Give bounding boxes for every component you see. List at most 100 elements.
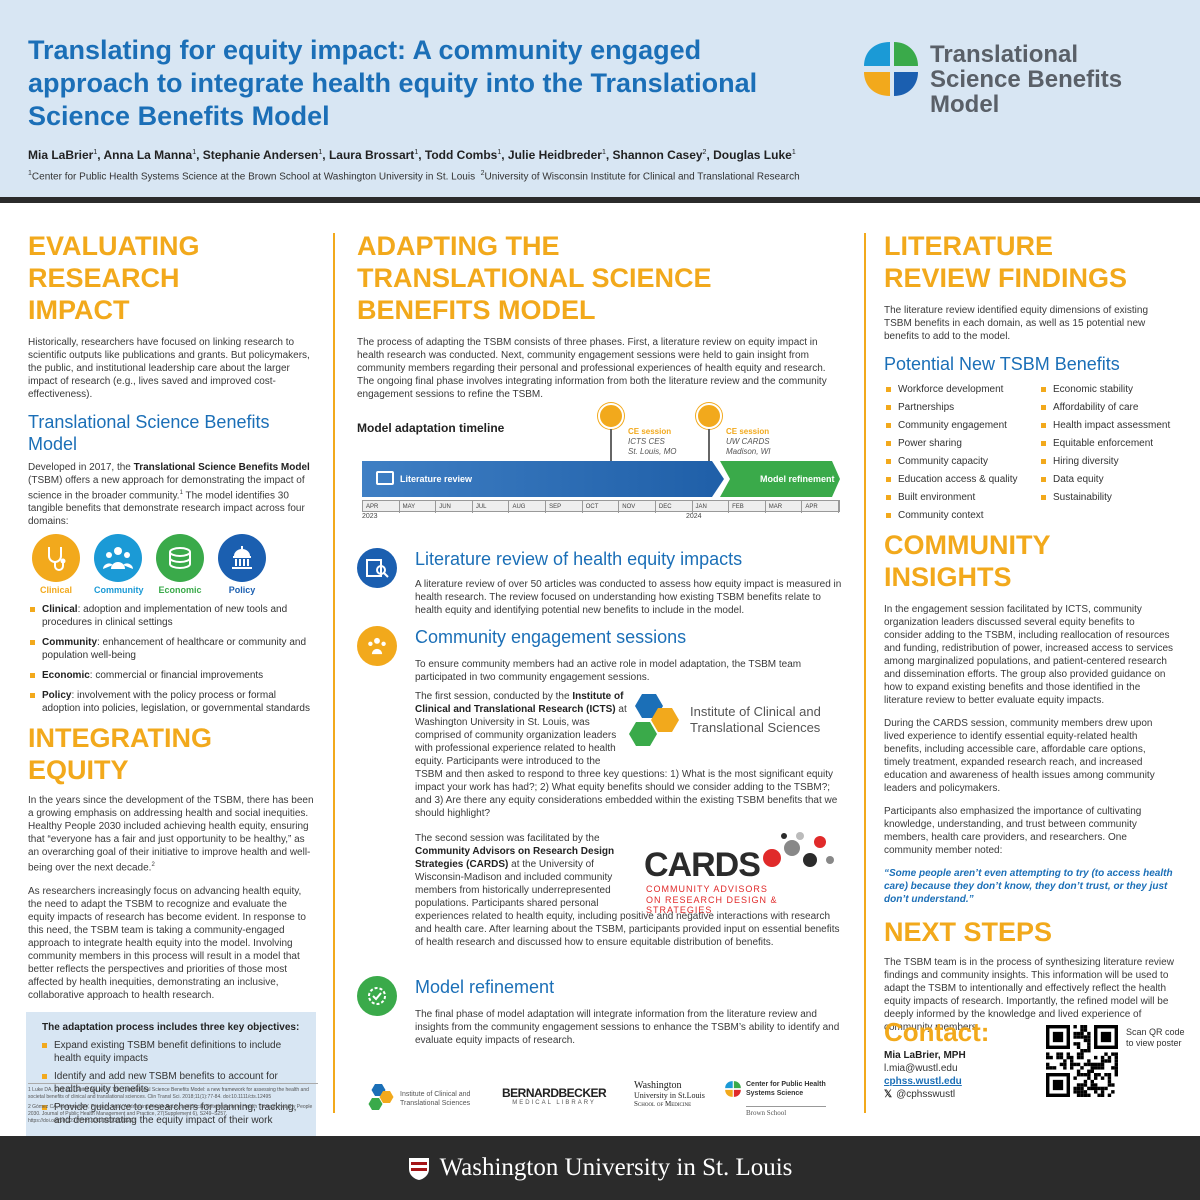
contact-email[interactable]: l.mia@wustl.edu bbox=[884, 1063, 958, 1074]
author-name: Mia LaBrier bbox=[28, 148, 94, 162]
domain-definitions: Clinical: adoption and implementation of… bbox=[28, 603, 316, 715]
qr-code-icon[interactable] bbox=[1046, 1025, 1118, 1097]
author-affil-sup: 2 bbox=[702, 149, 707, 156]
reference-2: 2 Gómez CA, Kleinman DV, Pronk N, et al.… bbox=[28, 1104, 313, 1124]
tsbm-ref-sup: 1 bbox=[179, 490, 183, 496]
benefit-item: Community capacity bbox=[884, 455, 1019, 468]
author-name: Laura Brossart bbox=[328, 148, 415, 162]
community-engagement-title: Community engagement sessions bbox=[415, 627, 687, 647]
month-label: DEC bbox=[656, 501, 693, 513]
tsbm-subheading: Translational Science Benefits Model bbox=[28, 412, 270, 454]
month-label: AUG bbox=[509, 501, 547, 513]
integrating-ref-sup: 2 bbox=[151, 862, 155, 869]
domain-def-policy: Policy: involvement with the policy proc… bbox=[28, 689, 316, 715]
author-affil-sup: 1 bbox=[414, 149, 419, 156]
references: 1 Luke DA, Sarli CC, Suiter AM, et al. T… bbox=[28, 1083, 318, 1128]
author-affil-sup: 1 bbox=[93, 149, 98, 156]
tsbm-paragraph: Developed in 2017, the Translational Sci… bbox=[28, 461, 316, 528]
ce2-title: CE session bbox=[726, 427, 770, 436]
becker-line1: BERNARDBECKER bbox=[502, 1086, 607, 1100]
domain-icons: Clinical Community Economic Policy bbox=[32, 534, 316, 595]
poster-header: Translating for equity impact: A communi… bbox=[0, 0, 1200, 197]
author-name: Douglas Luke bbox=[713, 148, 792, 162]
potential-benefits-subheading: Potential New TSBM Benefits bbox=[884, 354, 1120, 374]
author-affil-sup: 1 bbox=[791, 149, 796, 156]
domain-label: Community bbox=[94, 585, 144, 596]
icts-logo-line2: Translational Sciences bbox=[690, 720, 821, 735]
second-session-paragraph: The second session was facilitated by th… bbox=[415, 832, 840, 949]
tsbm-text-bold: Translational Science Benefits Model bbox=[133, 462, 310, 473]
contact-name: Mia LaBrier, MPH bbox=[884, 1050, 966, 1061]
people-icon bbox=[598, 403, 624, 429]
x-logo-icon: 𝕏 bbox=[884, 1089, 893, 1100]
author-name: Todd Combs bbox=[424, 148, 498, 162]
model-refinement-title: Model refinement bbox=[415, 977, 555, 997]
adapting-tsbm-heading: ADAPTING THE TRANSLATIONAL SCIENCE BENEF… bbox=[357, 231, 712, 325]
insights-paragraph-1: In the engagement session facilitated by… bbox=[884, 604, 1174, 706]
wusm-line1: Washington bbox=[634, 1080, 682, 1091]
community-engagement-intro: To ensure community members had an activ… bbox=[415, 659, 802, 683]
right-column: LITERATURE REVIEW FINDINGS The literatur… bbox=[884, 230, 1174, 1034]
contact-website-link[interactable]: cphss.wustl.edu bbox=[884, 1076, 962, 1087]
month-label: JAN bbox=[693, 501, 730, 513]
column-divider-1 bbox=[333, 233, 335, 1113]
first-session-text-c: at Washington University in St. Louis, w… bbox=[415, 704, 838, 819]
author-affil-sup: 1 bbox=[601, 149, 606, 156]
author-affil-sup: 1 bbox=[497, 149, 502, 156]
domain-label: Economic bbox=[158, 585, 202, 596]
tsbm-logo-text: Translational Science Benefits Model bbox=[930, 41, 1123, 118]
author-name: Shannon Casey bbox=[612, 148, 703, 162]
month-label: MAY bbox=[400, 501, 437, 513]
ce2-line2: Madison, WI bbox=[726, 447, 771, 456]
first-session-bold: Institute of Clinical and Translational … bbox=[415, 691, 624, 715]
gear-check-icon bbox=[357, 976, 397, 1016]
integrating-paragraph-2: As researchers increasingly focus on adv… bbox=[28, 885, 306, 1001]
contact-x-handle[interactable]: 𝕏@cphsswustl bbox=[884, 1089, 1174, 1100]
benefit-item: Economic stability bbox=[1039, 383, 1174, 396]
wustl-shield-icon bbox=[408, 1158, 429, 1181]
literature-review-title: Literature review of health equity impac… bbox=[415, 549, 743, 569]
author-name: Julie Heidbreder bbox=[507, 148, 602, 162]
domain-label: Policy bbox=[228, 585, 256, 596]
model-refinement-paragraph: The final phase of model adaptation will… bbox=[415, 1009, 840, 1046]
icts-logo: Institute of Clinical and Translational … bbox=[628, 692, 843, 750]
author-name: Anna La Manna bbox=[103, 148, 193, 162]
month-label: MAR bbox=[766, 501, 803, 513]
benefit-item: Sustainability bbox=[1039, 491, 1174, 504]
icts-hex-icon bbox=[629, 694, 679, 746]
benefit-item: Hiring diversity bbox=[1039, 455, 1174, 468]
qr-caption: Scan QR code to view poster bbox=[1126, 1027, 1185, 1048]
reference-1: 1 Luke DA, Sarli CC, Suiter AM, et al. T… bbox=[28, 1087, 309, 1100]
benefit-item: Community context bbox=[884, 509, 1019, 522]
benefit-item: Partnerships bbox=[884, 401, 1019, 414]
affiliation-2-sup: 2 bbox=[480, 170, 485, 177]
benefit-item: Education access & quality bbox=[884, 473, 1019, 486]
becker-line2: MEDICAL LIBRARY bbox=[512, 1100, 596, 1106]
literature-review-paragraph: A literature review of over 50 articles … bbox=[415, 579, 842, 616]
people-icon bbox=[357, 626, 397, 666]
benefit-item: Power sharing bbox=[884, 437, 1019, 450]
author-name: Stephanie Andersen bbox=[202, 148, 319, 162]
benefit-item: Affordability of care bbox=[1039, 401, 1174, 414]
findings-paragraph: The literature review identified equity … bbox=[884, 305, 1149, 342]
objective-item: Provide guidance to researchers for plan… bbox=[40, 1101, 302, 1127]
month-label: OCT bbox=[583, 501, 620, 513]
cards-dots-icon bbox=[763, 832, 834, 867]
icts-small-line1: Institute of Clinical and bbox=[400, 1091, 471, 1098]
capitol-icon bbox=[218, 534, 266, 583]
benefit-item: Data equity bbox=[1039, 473, 1174, 486]
tsbm-logo: Translational Science Benefits Model bbox=[860, 38, 1180, 117]
tsbm-text-d: The model identifies 30 tangible benefit… bbox=[28, 490, 305, 528]
objective-item: Expand existing TSBM benefit definitions… bbox=[40, 1039, 302, 1065]
benefit-item: Health impact assessment bbox=[1039, 419, 1174, 432]
icts-hex-icon bbox=[368, 1084, 394, 1110]
column-divider-2 bbox=[864, 233, 866, 1113]
month-label: APR bbox=[802, 501, 839, 513]
cphss-line1: Center for Public Health bbox=[746, 1081, 826, 1088]
month-label: APR bbox=[363, 501, 400, 513]
benefit-item: Workforce development bbox=[884, 383, 1019, 396]
